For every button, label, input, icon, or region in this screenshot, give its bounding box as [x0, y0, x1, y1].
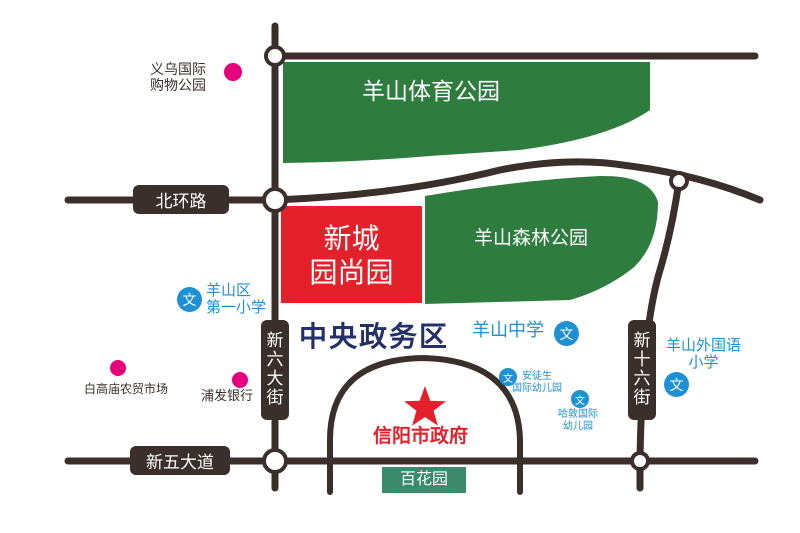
xinliu-char-4: 街: [266, 388, 284, 409]
xinshiliu-char-2: 十: [633, 349, 651, 370]
foreign-language-line-2: 小学: [688, 353, 719, 372]
foreign-language-school-label: 羊山外国语 小学: [666, 336, 742, 372]
spdb-label: 浦发银行: [201, 389, 254, 404]
intersection-top: [264, 45, 286, 67]
farm-market-label: 白高庙农贸市场: [84, 382, 169, 396]
foreign-language-line-1: 羊山外国语: [666, 336, 742, 354]
forest-park-label: 羊山森林公园: [474, 227, 589, 249]
district-label: 中央政务区: [299, 320, 450, 353]
xinshiliu-char-4: 街: [633, 388, 651, 409]
primary-school-line-1: 羊山区: [206, 281, 252, 299]
primary-school-icon: 文: [177, 287, 202, 312]
intersection-east-south: [630, 451, 650, 471]
project-line-2: 园尚园: [309, 255, 394, 289]
intersection-east-north: [669, 171, 689, 191]
xinliu-char-1: 新: [266, 330, 284, 351]
primary-school-label: 羊山区 第一小学: [206, 281, 267, 317]
government-label: 信阳市政府: [373, 425, 469, 447]
intersection-xinwu: [262, 448, 288, 474]
north-ring-road-label: 北环路: [133, 185, 229, 214]
xinshiliu-char-1: 新: [633, 330, 651, 351]
spdb-poi-dot: [232, 372, 248, 388]
andersen-kindergarten-label: 安徒生 国际幼儿园: [512, 371, 562, 394]
hadun-line-2: 幼儿园: [563, 420, 593, 432]
middle-school-label: 羊山中学: [472, 320, 544, 341]
north-ring-road-curve: [271, 158, 764, 204]
farm-market-poi-dot: [110, 360, 126, 376]
intersection-north-ring: [262, 187, 288, 213]
xinshiliu-street-label: 新 十 六 街: [628, 320, 656, 420]
government-arc-road: [327, 354, 523, 495]
government-star-icon: [404, 386, 446, 426]
hadun-kindergarten-label: 哈敦国际 幼儿园: [558, 409, 598, 432]
project-block: [281, 206, 422, 303]
middle-school-icon: 文: [554, 321, 579, 346]
forest-park-area: [425, 175, 658, 304]
xinliu-char-2: 六: [266, 349, 284, 370]
foreign-language-school-icon: 文: [664, 372, 689, 397]
project-label: 新城 园尚园: [281, 222, 422, 289]
xinliu-street-label: 新 六 大 街: [261, 320, 289, 420]
hadun-kindergarten-icon: 文: [571, 390, 589, 408]
hadun-line-1: 哈敦国际: [558, 409, 598, 420]
xinwu-road-label: 新五大道: [130, 446, 230, 475]
project-line-1: 新城: [323, 222, 380, 255]
xinshiliu-char-3: 六: [633, 369, 651, 389]
andersen-line-2: 国际幼儿园: [512, 382, 562, 394]
xinliu-char-3: 大: [266, 369, 284, 389]
andersen-kindergarten-icon: 文: [499, 368, 517, 386]
primary-school-line-2: 第一小学: [206, 298, 267, 317]
baihua-box: [382, 467, 466, 493]
yiwu-poi-dot: [224, 63, 242, 81]
sports-park-label: 羊山体育公园: [362, 79, 500, 105]
yiwu-line-1: 义乌国际: [150, 62, 206, 78]
sports-park-area: [283, 62, 650, 163]
yiwu-line-2: 购物公园: [150, 78, 206, 95]
andersen-line-1: 安徒生: [522, 371, 552, 382]
yiwu-label: 义乌国际 购物公园: [150, 62, 206, 94]
intersection-markers: [262, 45, 689, 474]
baihua-label: 百花园: [399, 469, 448, 488]
